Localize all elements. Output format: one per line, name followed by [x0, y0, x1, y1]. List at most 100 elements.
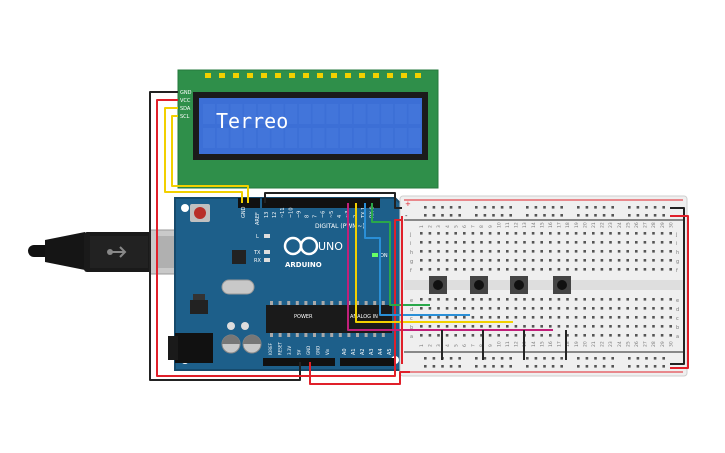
bb-col-label: 25: [625, 341, 631, 347]
bb-col-label: 29: [660, 341, 666, 347]
crystal: [221, 279, 255, 295]
bb-col-label: 20: [582, 341, 588, 347]
bb-row-label: a: [410, 334, 413, 340]
bb-col-label: 1: [419, 225, 425, 228]
wire-lcd-gnd: [149, 91, 301, 381]
bb-row-label: f: [410, 268, 412, 274]
wire-5v-rail: [309, 362, 410, 385]
pushbutton-1[interactable]: [429, 276, 447, 294]
bb-col-label: 19: [574, 222, 580, 228]
wire-rail-right-red: [670, 215, 689, 369]
bb-col-label: 12: [514, 341, 520, 347]
bb-col-label: 26: [634, 222, 640, 228]
wire-button-2: [364, 203, 470, 316]
bb-col-label: 30: [668, 222, 674, 228]
bb-col-label: 29: [660, 222, 666, 228]
bb-col-label: 25: [625, 222, 631, 228]
bb-col-label: 9: [488, 344, 494, 347]
digital-pin-label: ~10: [288, 207, 294, 218]
bb-col-label: 28: [651, 341, 657, 347]
digital-pin-label: 7: [313, 215, 319, 218]
power-pin-label: 3.3V: [287, 346, 292, 355]
bb-col-label: 14: [531, 222, 537, 228]
bb-row-label: c: [676, 316, 679, 322]
bb-row-label: j: [675, 232, 677, 238]
wire-rail-right-top: [670, 207, 685, 365]
bb-col-label: 17: [557, 222, 563, 228]
wires[interactable]: [149, 91, 689, 385]
arduino-logo: ARDUINO UNO: [283, 236, 343, 269]
bb-col-label: 16: [548, 222, 554, 228]
bb-col-label: 10: [496, 341, 502, 347]
bb-col-label: 1: [419, 344, 425, 347]
pushbutton-4[interactable]: [553, 276, 571, 294]
bb-col-label: 14: [531, 341, 537, 347]
digital-pin-label: 4: [337, 215, 343, 218]
bb-row-label: i: [676, 241, 677, 247]
digital-pin-label: 8: [305, 215, 311, 218]
bb-col-label: 15: [539, 341, 545, 347]
bb-col-label: 24: [617, 222, 623, 228]
bb-col-label: 28: [651, 222, 657, 228]
bb-col-label: 30: [668, 341, 674, 347]
lcd-pin-label: SDA: [180, 106, 191, 112]
usb-chip: [232, 250, 246, 264]
analog-pin-label: A5: [387, 348, 393, 355]
rail-minus-label: -: [405, 212, 408, 220]
lcd-screen: [199, 98, 422, 154]
analog-pin-label: A0: [342, 348, 348, 355]
bb-row-label: b: [410, 325, 413, 331]
analog-pin-label: A1: [351, 348, 357, 355]
bb-col-label: 22: [600, 341, 606, 347]
power-pin-label: IOREF: [268, 342, 273, 355]
bb-row-label: b: [676, 325, 679, 331]
power-pin-label: Vin: [325, 348, 330, 355]
power-jack[interactable]: [175, 333, 213, 363]
rail-plus-label: +: [405, 200, 411, 208]
lcd-pin-label: GND: [180, 90, 192, 96]
bb-col-label: 3: [436, 225, 442, 228]
bb-col-label: 13: [522, 341, 528, 347]
digital-pin-label: 13: [264, 212, 270, 218]
wire-button-3: [355, 203, 513, 323]
power-pin-label: 5V: [297, 349, 302, 355]
bb-col-label: 7: [471, 344, 477, 347]
bb-row-label: f: [676, 268, 678, 274]
digital-header[interactable]: [262, 198, 380, 208]
wire-lcd-vcc: [156, 99, 402, 377]
analog-label: ANALOG IN: [350, 314, 378, 320]
bb-row-label: c: [410, 316, 413, 322]
led-l-label: L: [256, 234, 259, 240]
bb-col-label: 21: [591, 341, 597, 347]
bb-row-label: e: [676, 298, 679, 304]
analog-pin-label: A2: [360, 348, 366, 355]
bb-col-label: 18: [565, 341, 571, 347]
digital-label: DIGITAL (PWM~): [315, 223, 365, 230]
bb-col-label: 18: [565, 222, 571, 228]
wire-lcd-scl: [171, 115, 249, 203]
bb-col-label: 16: [548, 341, 554, 347]
on-label: ON: [380, 253, 388, 259]
aref-label: AREF: [255, 212, 261, 225]
bb-col-label: 23: [608, 341, 614, 347]
bb-col-label: 3: [436, 344, 442, 347]
bb-col-label: 26: [634, 341, 640, 347]
bb-col-label: 19: [574, 341, 580, 347]
bb-col-label: 10: [496, 222, 502, 228]
bb-col-label: 5: [453, 344, 459, 347]
analog-header[interactable]: [340, 358, 394, 366]
bb-col-label: 12: [514, 222, 520, 228]
bb-col-label: 4: [445, 225, 451, 228]
pushbutton-2[interactable]: [470, 276, 488, 294]
bb-col-label: 21: [591, 222, 597, 228]
bb-row-label: e: [410, 298, 413, 304]
arduino-model: UNO: [318, 240, 343, 253]
voltage-regulator: [190, 300, 208, 314]
pushbutton-3[interactable]: [510, 276, 528, 294]
digital-gnd-label: GND: [241, 206, 247, 218]
lcd-pin-label: VCC: [180, 98, 191, 104]
power-pin-label: GND: [316, 346, 321, 355]
